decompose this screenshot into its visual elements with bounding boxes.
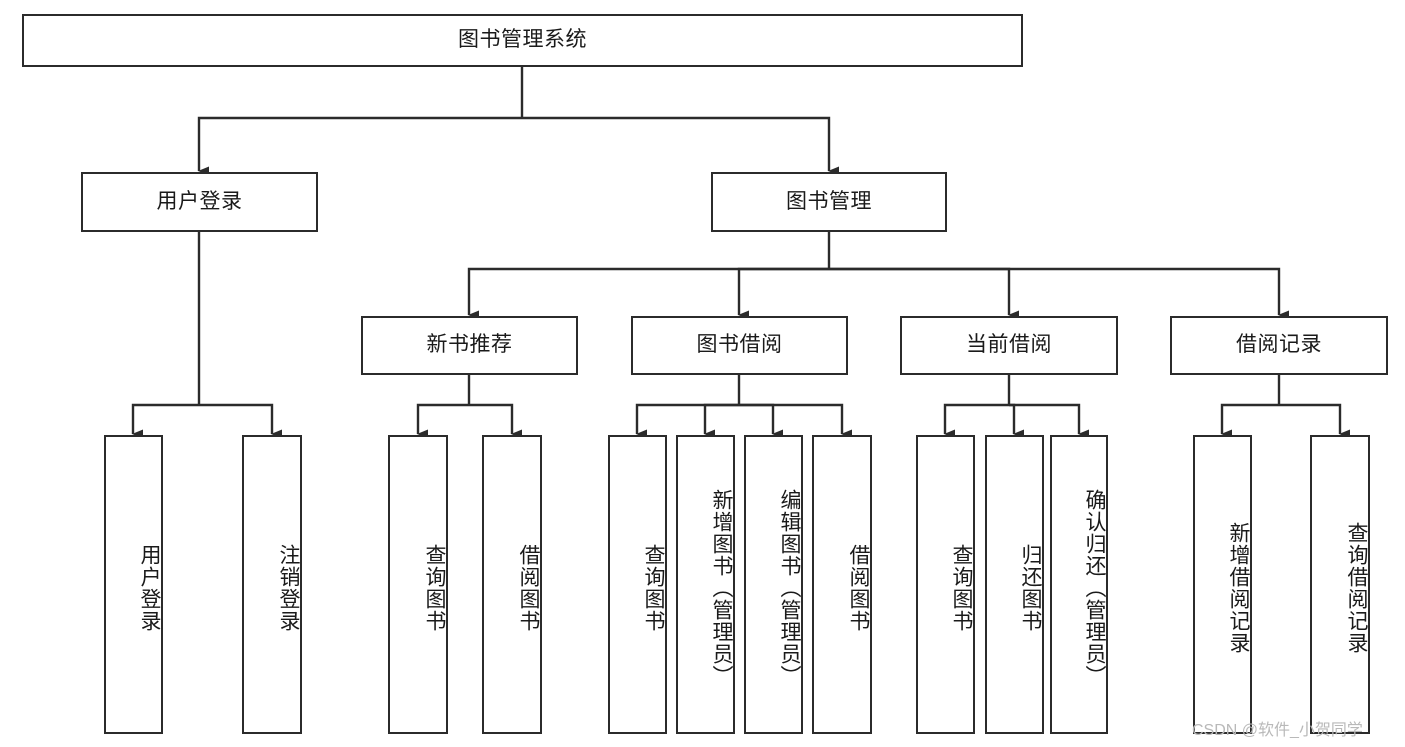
node-label: 图书管理: [786, 189, 872, 213]
node-leaf-add-book-admin[interactable]: 新增图书（管理员）: [676, 435, 735, 734]
node-label: 查询图书: [423, 543, 446, 632]
node-label: 查询借阅记录: [1345, 521, 1368, 654]
node-current-borrow[interactable]: 当前借阅: [900, 316, 1118, 375]
node-leaf-return-book[interactable]: 归还图书: [985, 435, 1044, 734]
node-borrow-record[interactable]: 借阅记录: [1170, 316, 1388, 375]
node-label: 归还图书: [1019, 543, 1042, 632]
node-leaf-current-query-book[interactable]: 查询图书: [916, 435, 975, 734]
node-label: 新增图书（管理员）: [710, 488, 733, 687]
node-label: 确认归还（管理员）: [1083, 488, 1106, 687]
node-leaf-borrow-book[interactable]: 借阅图书: [812, 435, 872, 734]
node-label: 当前借阅: [966, 333, 1052, 357]
node-leaf-user-logout[interactable]: 注销登录: [242, 435, 302, 734]
node-leaf-user-login[interactable]: 用户登录: [104, 435, 163, 734]
node-label: 用户登录: [156, 189, 243, 213]
node-leaf-confirm-return-admin[interactable]: 确认归还（管理员）: [1050, 435, 1108, 734]
node-label: 注销登录: [277, 543, 300, 632]
node-leaf-query-borrow-record[interactable]: 查询借阅记录: [1310, 435, 1370, 734]
node-leaf-new-query-book[interactable]: 查询图书: [388, 435, 448, 734]
node-label: 图书管理系统: [458, 28, 587, 52]
node-book-borrow[interactable]: 图书借阅: [631, 316, 848, 375]
node-label: 借阅图书: [847, 543, 870, 632]
node-label: 查询图书: [642, 543, 665, 632]
node-user-login-module[interactable]: 用户登录: [81, 172, 318, 232]
csdn-watermark: CSDN @软件_小贺同学: [1192, 722, 1363, 739]
node-leaf-add-borrow-record[interactable]: 新增借阅记录: [1193, 435, 1252, 734]
node-book-management-module[interactable]: 图书管理: [711, 172, 947, 232]
node-label: 借阅记录: [1236, 333, 1322, 357]
node-label: 借阅图书: [517, 543, 540, 632]
node-label: 新增借阅记录: [1227, 521, 1250, 654]
node-new-book-recommend[interactable]: 新书推荐: [361, 316, 578, 375]
node-leaf-new-borrow-book[interactable]: 借阅图书: [482, 435, 542, 734]
node-label: 查询图书: [950, 543, 973, 632]
node-root-system[interactable]: 图书管理系统: [22, 14, 1023, 67]
node-label: 图书借阅: [696, 333, 783, 357]
node-label: 编辑图书（管理员）: [778, 488, 801, 687]
node-label: 用户登录: [138, 543, 161, 632]
node-leaf-edit-book-admin[interactable]: 编辑图书（管理员）: [744, 435, 803, 734]
node-label: 新书推荐: [426, 333, 513, 357]
node-leaf-borrow-query-book[interactable]: 查询图书: [608, 435, 667, 734]
